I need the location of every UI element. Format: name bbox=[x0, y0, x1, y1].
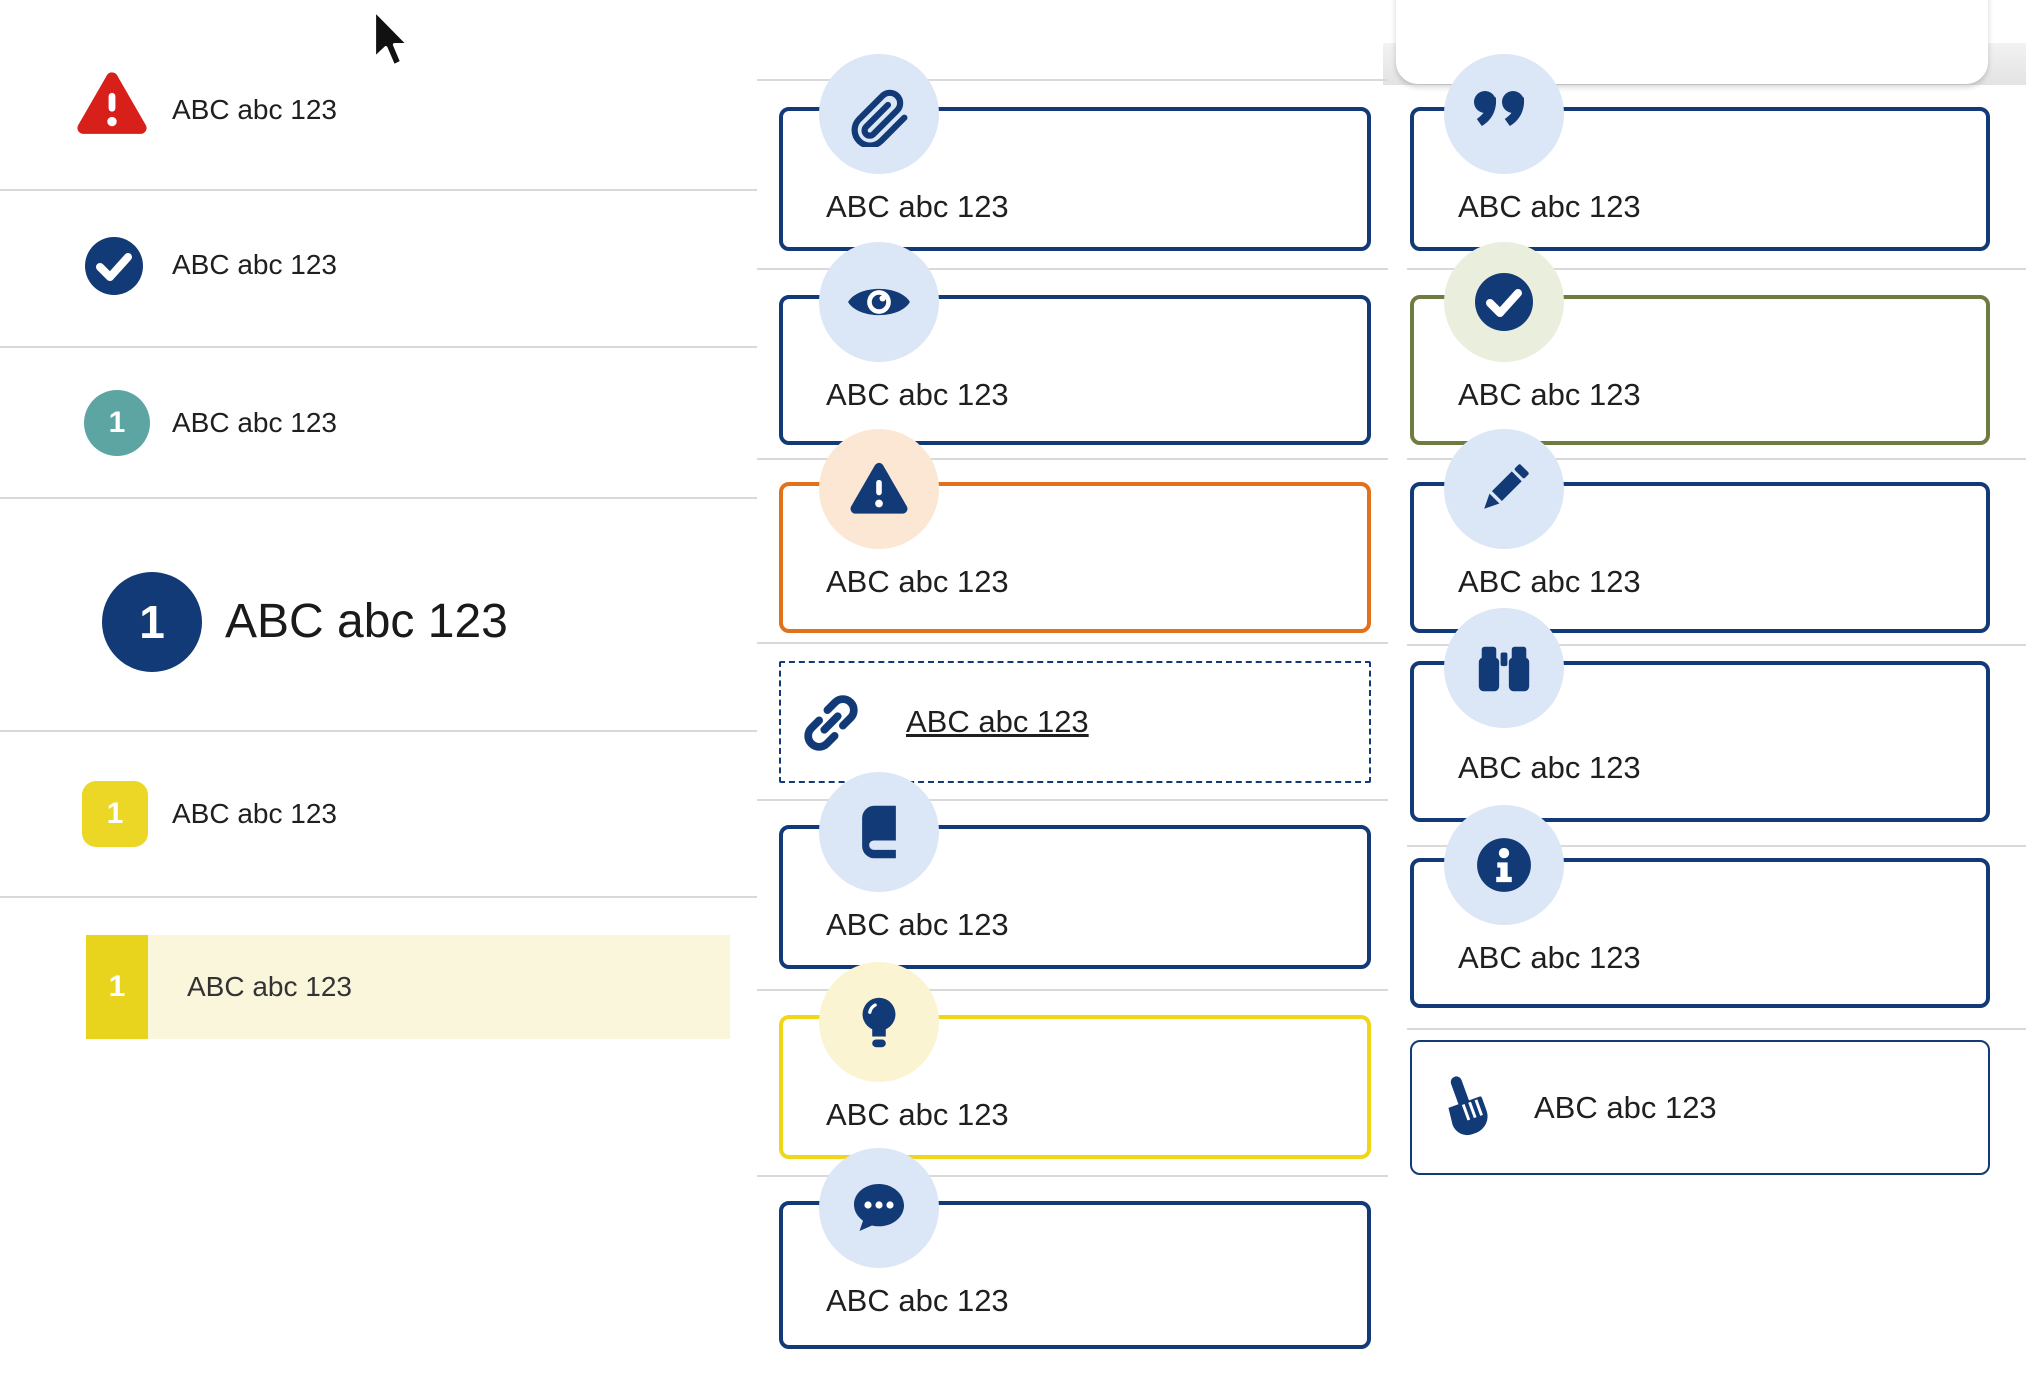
list-item-label: ABC abc 123 bbox=[172, 94, 337, 125]
binoculars-icon bbox=[1444, 608, 1564, 728]
divider bbox=[757, 989, 1388, 991]
warning-triangle-icon bbox=[77, 72, 147, 134]
divider bbox=[0, 189, 757, 191]
callout-label: ABC abc 123 bbox=[1458, 564, 1641, 599]
divider bbox=[1407, 1028, 2026, 1030]
speech-bubble-icon bbox=[819, 1148, 939, 1268]
callout-label: ABC abc 123 bbox=[826, 189, 1009, 224]
paperclip-icon bbox=[819, 54, 939, 174]
list-item-step-highlighted[interactable]: 1 ABC abc 123 bbox=[86, 935, 730, 1039]
divider bbox=[757, 268, 1388, 270]
callout-attachment: ABC abc 123 bbox=[779, 54, 1371, 251]
pointer-action-label: ABC abc 123 bbox=[1534, 1089, 1717, 1125]
divider bbox=[757, 1175, 1388, 1177]
pointer-action-button[interactable]: ABC abc 123 bbox=[1410, 1040, 1990, 1175]
callout-info: ABC abc 123 bbox=[1410, 805, 1990, 1008]
mouse-cursor-icon bbox=[372, 8, 411, 68]
link-icon bbox=[804, 695, 858, 751]
warning-triangle-icon bbox=[819, 429, 939, 549]
callout-view: ABC abc 123 bbox=[779, 242, 1371, 445]
divider bbox=[0, 896, 757, 898]
divider bbox=[1407, 644, 2026, 646]
callout-link[interactable]: ABC abc 123 bbox=[779, 661, 1371, 783]
number-badge: 1 bbox=[82, 781, 148, 847]
divider bbox=[1407, 268, 2026, 270]
number-badge: 1 bbox=[102, 572, 202, 672]
callout-label: ABC abc 123 bbox=[826, 377, 1009, 412]
callout-definition: ABC abc 123 bbox=[779, 772, 1371, 969]
callout-label: ABC abc 123 bbox=[826, 1283, 1009, 1318]
callout-link-text[interactable]: ABC abc 123 bbox=[906, 704, 1089, 739]
info-icon bbox=[1444, 805, 1564, 925]
callout-comment: ABC abc 123 bbox=[779, 1148, 1371, 1349]
callout-label: ABC abc 123 bbox=[1458, 750, 1641, 785]
divider bbox=[1407, 458, 2026, 460]
list-item-label: ABC abc 123 bbox=[172, 407, 337, 438]
check-circle-icon bbox=[85, 237, 143, 295]
callout-edit: ABC abc 123 bbox=[1410, 429, 1990, 633]
list-item-label: ABC abc 123 bbox=[172, 798, 337, 829]
number-badge: 1 bbox=[86, 935, 148, 1039]
divider bbox=[0, 346, 757, 348]
pointer-hand-icon bbox=[1448, 1075, 1488, 1135]
lightbulb-icon bbox=[819, 962, 939, 1082]
callout-search: ABC abc 123 bbox=[1410, 608, 1990, 822]
number-badge: 1 bbox=[84, 390, 150, 456]
callout-success: ABC abc 123 bbox=[1410, 242, 1990, 445]
list-item-label: ABC abc 123 bbox=[225, 595, 508, 648]
callout-quote: ABC abc 123 bbox=[1410, 54, 1990, 251]
divider bbox=[757, 642, 1388, 644]
list-item-label: ABC abc 123 bbox=[187, 971, 352, 1002]
callout-tip: ABC abc 123 bbox=[779, 962, 1371, 1159]
list-item-label: ABC abc 123 bbox=[172, 249, 337, 280]
check-circle-icon bbox=[1444, 242, 1564, 362]
divider bbox=[757, 799, 1388, 801]
book-icon bbox=[819, 772, 939, 892]
divider bbox=[0, 730, 757, 732]
quote-icon bbox=[1444, 54, 1564, 174]
callout-label: ABC abc 123 bbox=[1458, 377, 1641, 412]
divider bbox=[757, 79, 1388, 81]
callout-label: ABC abc 123 bbox=[826, 907, 1009, 942]
divider bbox=[757, 458, 1388, 460]
divider bbox=[1407, 845, 2026, 847]
callout-label: ABC abc 123 bbox=[1458, 189, 1641, 224]
callout-label: ABC abc 123 bbox=[1458, 940, 1641, 975]
callout-label: ABC abc 123 bbox=[826, 1097, 1009, 1132]
divider bbox=[0, 497, 757, 499]
callout-label: ABC abc 123 bbox=[826, 564, 1009, 599]
eye-icon bbox=[819, 242, 939, 362]
callout-warning: ABC abc 123 bbox=[779, 429, 1371, 633]
pencil-icon bbox=[1444, 429, 1564, 549]
